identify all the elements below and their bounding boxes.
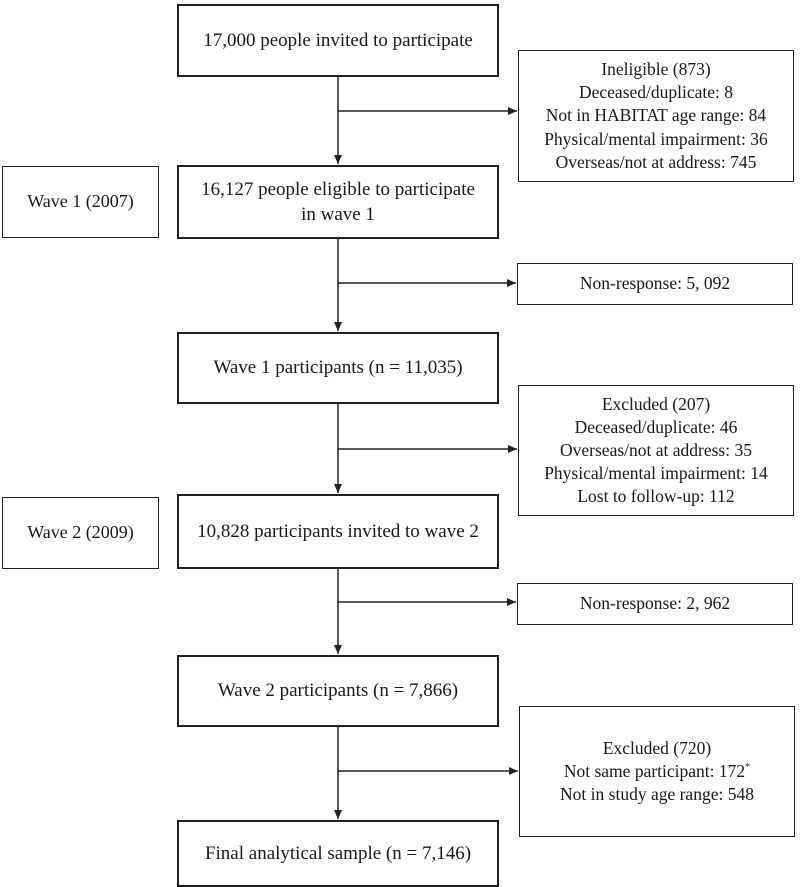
excluded2-item: Not same participant: 172* xyxy=(564,760,750,783)
wave2-participants-box: Wave 2 participants (n = 7,866) xyxy=(177,655,499,727)
excluded1-item: Physical/mental impairment: 14 xyxy=(544,463,768,484)
nonresponse1-text: Non-response: 5, 092 xyxy=(579,273,731,294)
excluded1-item: Lost to follow-up: 112 xyxy=(577,486,735,507)
excluded1-box: Excluded (207) Deceased/duplicate: 46 Ov… xyxy=(518,385,794,516)
nonresponse2-box: Non-response: 2, 962 xyxy=(517,583,793,625)
eligible-box: 16,127 people eligible to participate in… xyxy=(177,165,499,239)
ineligible-item: Overseas/not at address: 745 xyxy=(555,151,757,172)
excluded2-item: Not in study age range: 548 xyxy=(560,784,754,805)
excluded1-item: Overseas/not at address: 35 xyxy=(560,439,752,460)
excluded1-item: Deceased/duplicate: 46 xyxy=(574,416,738,437)
eligible-text-line1: 16,127 people eligible to participate xyxy=(201,178,475,200)
nonresponse1-box: Non-response: 5, 092 xyxy=(517,263,793,305)
invited-text: 17,000 people invited to participate xyxy=(203,29,473,51)
eligible-text-line2: in wave 1 xyxy=(301,204,375,225)
ineligible-item: Deceased/duplicate: 8 xyxy=(578,82,734,103)
wave1-label-text: Wave 1 (2007) xyxy=(27,191,134,212)
invited-wave2-text: 10,828 participants invited to wave 2 xyxy=(197,520,479,542)
nonresponse2-text: Non-response: 2, 962 xyxy=(579,593,731,614)
ineligible-heading: Ineligible (873) xyxy=(601,59,711,80)
excluded2-box: Excluded (720) Not same participant: 172… xyxy=(519,706,795,837)
footnote-marker: * xyxy=(745,762,751,774)
wave2-label: Wave 2 (2009) xyxy=(2,497,159,569)
final-sample-box: Final analytical sample (n = 7,146) xyxy=(177,820,499,887)
ineligible-item: Not in HABITAT age range: 84 xyxy=(545,105,767,126)
excluded2-heading: Excluded (720) xyxy=(602,737,712,758)
wave2-participants-text: Wave 2 participants (n = 7,866) xyxy=(217,680,459,702)
final-sample-text: Final analytical sample (n = 7,146) xyxy=(204,842,472,864)
ineligible-item: Physical/mental impairment: 36 xyxy=(544,128,768,149)
wave1-participants-text: Wave 1 participants (n = 11,035) xyxy=(213,357,463,379)
wave2-label-text: Wave 2 (2009) xyxy=(27,522,134,543)
invited-wave2-box: 10,828 participants invited to wave 2 xyxy=(177,494,499,569)
wave1-participants-box: Wave 1 participants (n = 11,035) xyxy=(177,332,499,404)
ineligible-box: Ineligible (873) Deceased/duplicate: 8 N… xyxy=(518,50,794,182)
invited-box: 17,000 people invited to participate xyxy=(177,4,499,77)
excluded2-item-text: Not same participant: 172 xyxy=(563,760,746,781)
wave1-label: Wave 1 (2007) xyxy=(2,166,159,238)
excluded1-heading: Excluded (207) xyxy=(601,393,711,414)
